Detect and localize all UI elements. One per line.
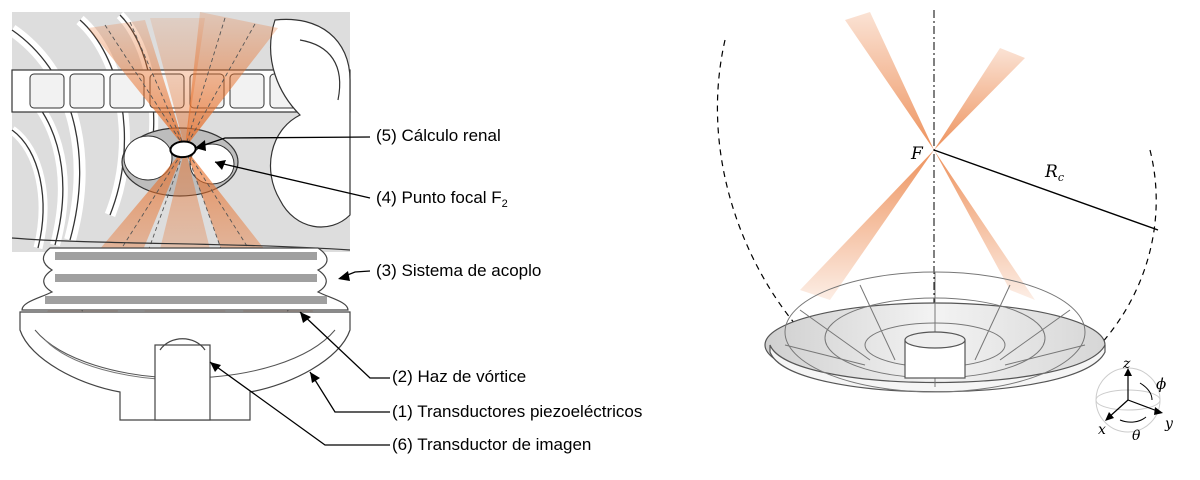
label-vortex-beam: (2) Haz de vórtice [392, 367, 527, 386]
skin-line [11, 237, 351, 251]
leader-arrowheads [195, 140, 350, 383]
pelvis [269, 18, 351, 228]
label-focal-point: (4) Punto focal F2 [376, 188, 508, 214]
kidney-stone [169, 140, 197, 159]
transducer-bowl [764, 271, 1106, 393]
label-imaging-transducer: (6) Transductor de imagen [392, 435, 592, 454]
label-radius-subscript: c [1057, 171, 1064, 184]
label-radius-text: R [1045, 162, 1058, 182]
transducer-housing [19, 311, 351, 421]
sphere-arc-left [716, 39, 801, 331]
label-axis-x: x [1098, 422, 1106, 438]
label-focal-point-subscript: 2 [501, 198, 508, 210]
radius-line [933, 149, 1159, 231]
coupling-bellows [21, 247, 349, 311]
label-focus-f: F [911, 144, 923, 164]
label-angle-theta: θ [1132, 428, 1141, 444]
label-axis-y: y [1165, 416, 1173, 432]
label-kidney-stone: (5) Cálculo renal [376, 126, 501, 145]
label-axis-z: z [1123, 356, 1131, 372]
crossing-beams [800, 12, 1035, 300]
coordinate-frame [1095, 367, 1163, 433]
bowl-geometry-section [716, 10, 1163, 433]
label-focal-point-text: (4) Punto focal F [376, 188, 502, 207]
anatomy-section [8, 11, 351, 421]
label-coupling-system: (3) Sistema de acoplo [376, 261, 542, 280]
sphere-arc-right [1084, 149, 1157, 361]
label-radius: Rc [1045, 162, 1064, 188]
label-piezo-transducers: (1) Transductores piezoeléctricos [392, 402, 643, 421]
label-angle-phi: ϕ [1156, 375, 1167, 393]
